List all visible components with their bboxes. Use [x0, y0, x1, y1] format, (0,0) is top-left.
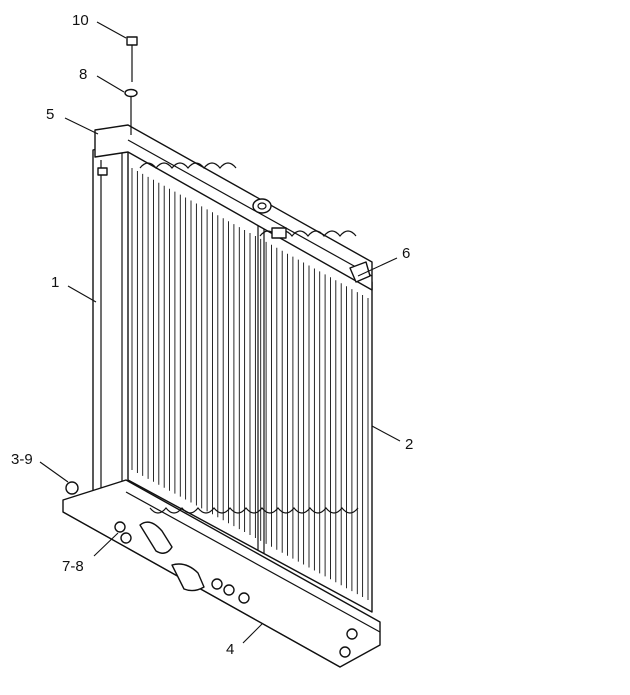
callout-2: 2 — [405, 436, 413, 453]
bolt — [126, 36, 138, 82]
left-side-tank — [92, 139, 131, 501]
callout-7-8: 7-8 — [62, 558, 84, 575]
callout-labels: 10 8 5 6 1 2 3-9 7-8 4 — [11, 12, 413, 658]
top-header — [94, 124, 373, 291]
callout-3-9: 3-9 — [11, 451, 33, 468]
leader-5 — [64, 117, 99, 135]
leader-4 — [242, 623, 263, 644]
callout-8: 8 — [79, 66, 87, 83]
leader-6 — [357, 257, 398, 277]
callout-10: 10 — [72, 12, 89, 29]
leader-lines — [39, 21, 401, 644]
radiator-core — [127, 149, 373, 613]
bottom-tray — [62, 479, 381, 668]
leader-10 — [96, 21, 127, 39]
callout-6: 6 — [402, 245, 410, 262]
leader-3-9 — [39, 461, 69, 483]
core-fins — [131, 168, 369, 600]
leader-7-8 — [93, 532, 119, 557]
leader-1 — [67, 285, 97, 303]
washer — [124, 88, 138, 135]
callout-5: 5 — [46, 106, 54, 123]
leader-8 — [96, 75, 125, 93]
leader-2 — [371, 425, 401, 442]
callout-1: 1 — [51, 274, 59, 291]
callout-4: 4 — [226, 641, 234, 658]
